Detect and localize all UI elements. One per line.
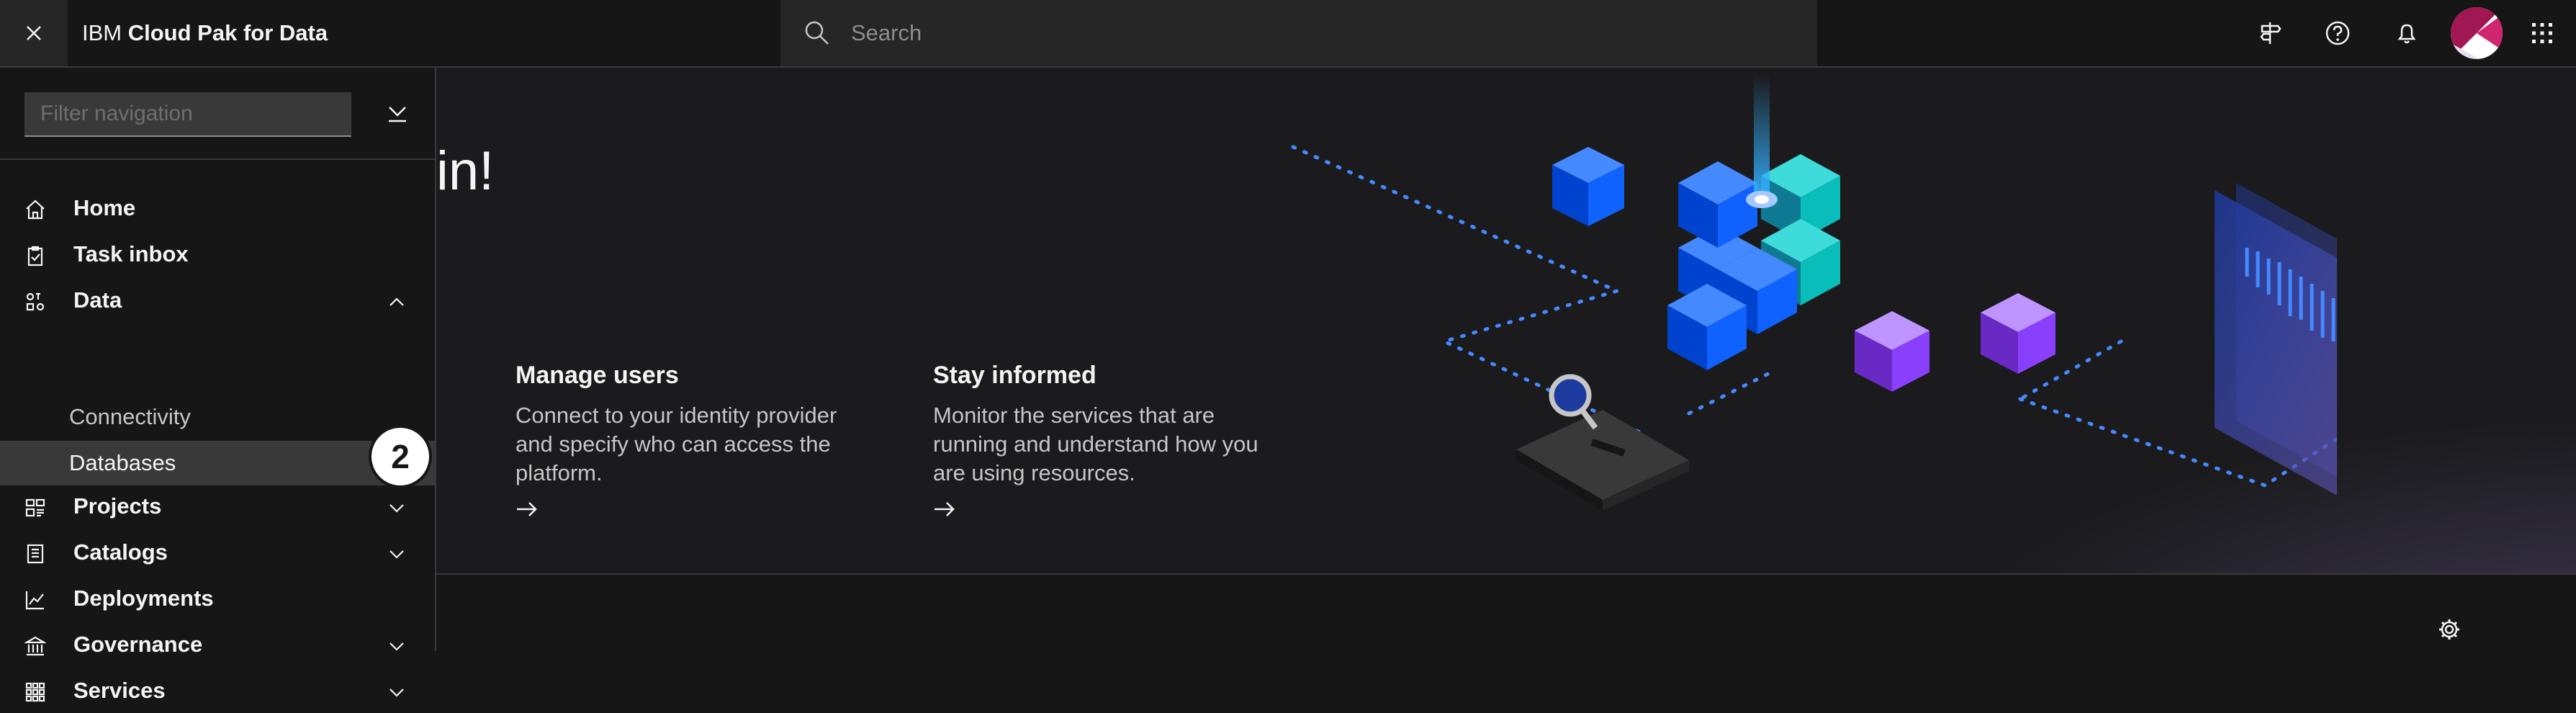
settings-icon (2439, 619, 2459, 640)
step-number-badge: 2 (371, 428, 429, 485)
sidebar-item-label: Catalogs (73, 539, 168, 565)
customize-button[interactable] (2433, 614, 2465, 645)
help-icon (2325, 21, 2350, 45)
sidebar-item-label: Projects (73, 493, 162, 519)
deployments-icon (23, 588, 48, 612)
sidebar-item-home[interactable]: Home (0, 186, 435, 230)
whats-new-button[interactable] (2236, 0, 2304, 66)
search-input[interactable] (850, 19, 1788, 47)
arrow-right-icon (935, 502, 955, 516)
card-link[interactable] (515, 501, 847, 521)
notifications-button[interactable] (2373, 0, 2441, 66)
card-title: Stay informed (933, 362, 1096, 389)
arrow-right-icon (517, 502, 537, 516)
dashboard-panel-icon (2215, 183, 2337, 496)
chevron-down-icon (386, 497, 407, 519)
collapse-all-button[interactable] (379, 95, 416, 133)
sidebar-item-data[interactable]: Data (0, 278, 435, 323)
data-icon (23, 290, 48, 314)
sidebar-item-label: Governance (73, 632, 203, 657)
notification-icon (2397, 24, 2416, 44)
sidebar-item-label: Home (73, 195, 136, 220)
magnifier-plate-icon (1516, 374, 1689, 511)
close-menu-button[interactable] (0, 0, 68, 66)
home-icon (23, 197, 48, 222)
catalogs-icon (23, 542, 48, 566)
sidebar-subitem-label: Connectivity (69, 404, 191, 429)
chevron-down-icon (386, 681, 407, 703)
signpost-icon (2260, 22, 2282, 44)
help-button[interactable] (2304, 0, 2372, 66)
welcome-banner: in! Manage users Connect to your identit… (436, 68, 2576, 575)
welcome-heading: in! (436, 140, 495, 202)
chevron-down-icon (386, 635, 407, 657)
hero-glow (1804, 370, 2576, 575)
close-icon (27, 26, 41, 40)
sidebar-item-catalogs[interactable]: Catalogs (0, 530, 435, 575)
card-text: Connect to your identity provider and sp… (515, 403, 837, 485)
sidebar-subitem-label: Databases (69, 450, 176, 475)
manage-users-card[interactable]: Manage users Connect to your identity pr… (515, 362, 847, 521)
stay-informed-card[interactable]: Stay informed Monitor the services that … (933, 362, 1264, 521)
side-navigation: Home Task inbox Data Connectivity Databa… (0, 68, 436, 703)
cube-icon (1552, 147, 1624, 226)
card-text: Monitor the services that are running an… (933, 403, 1258, 485)
card-title: Manage users (515, 362, 679, 389)
cube-cluster-icon (1667, 75, 1840, 370)
sidebar-item-deployments[interactable]: Deployments (0, 576, 435, 621)
app-switcher-icon (2532, 23, 2552, 43)
sidebar-item-label: Services (73, 678, 166, 703)
avatar-pattern-icon (2451, 7, 2503, 59)
filter-navigation-field[interactable] (24, 92, 351, 137)
chevron-down-icon (386, 543, 407, 565)
sidebar-subitem-databases[interactable]: Databases (0, 441, 435, 485)
sidebar-subitem-connectivity[interactable]: Connectivity (0, 395, 435, 439)
purple-cube-icon (1855, 293, 2055, 392)
top-header: IBM Cloud Pak for Data (0, 0, 2576, 68)
collapse-all-icon (389, 107, 406, 122)
brand-name: Cloud Pak for Data (127, 20, 328, 45)
search-bar[interactable] (780, 0, 1817, 66)
sidebar-item-label: Deployments (73, 586, 214, 611)
sidebar-divider (0, 158, 435, 160)
brand-prefix: IBM (82, 20, 122, 45)
chevron-up-icon (386, 291, 407, 313)
sidebar-item-services[interactable]: Services (0, 668, 435, 713)
avatar[interactable] (2451, 7, 2503, 59)
banner-divider (436, 573, 2576, 575)
sidebar-item-label: Task inbox (73, 241, 189, 266)
sidebar-item-label: Data (73, 287, 122, 313)
sidebar-item-governance[interactable]: Governance (0, 622, 435, 667)
card-link[interactable] (933, 501, 1264, 521)
search-icon (805, 21, 829, 45)
sidebar-item-projects[interactable]: Projects (0, 484, 435, 529)
task-inbox-icon (23, 243, 48, 268)
product-name[interactable]: IBM Cloud Pak for Data (82, 0, 328, 66)
governance-icon (23, 634, 48, 658)
app-switcher-button[interactable] (2508, 0, 2576, 66)
hero-illustration (1291, 75, 2337, 511)
projects-icon (23, 495, 48, 520)
filter-navigation-input[interactable] (24, 92, 351, 135)
sidebar-item-task-inbox[interactable]: Task inbox (0, 232, 435, 277)
services-icon (23, 680, 48, 704)
